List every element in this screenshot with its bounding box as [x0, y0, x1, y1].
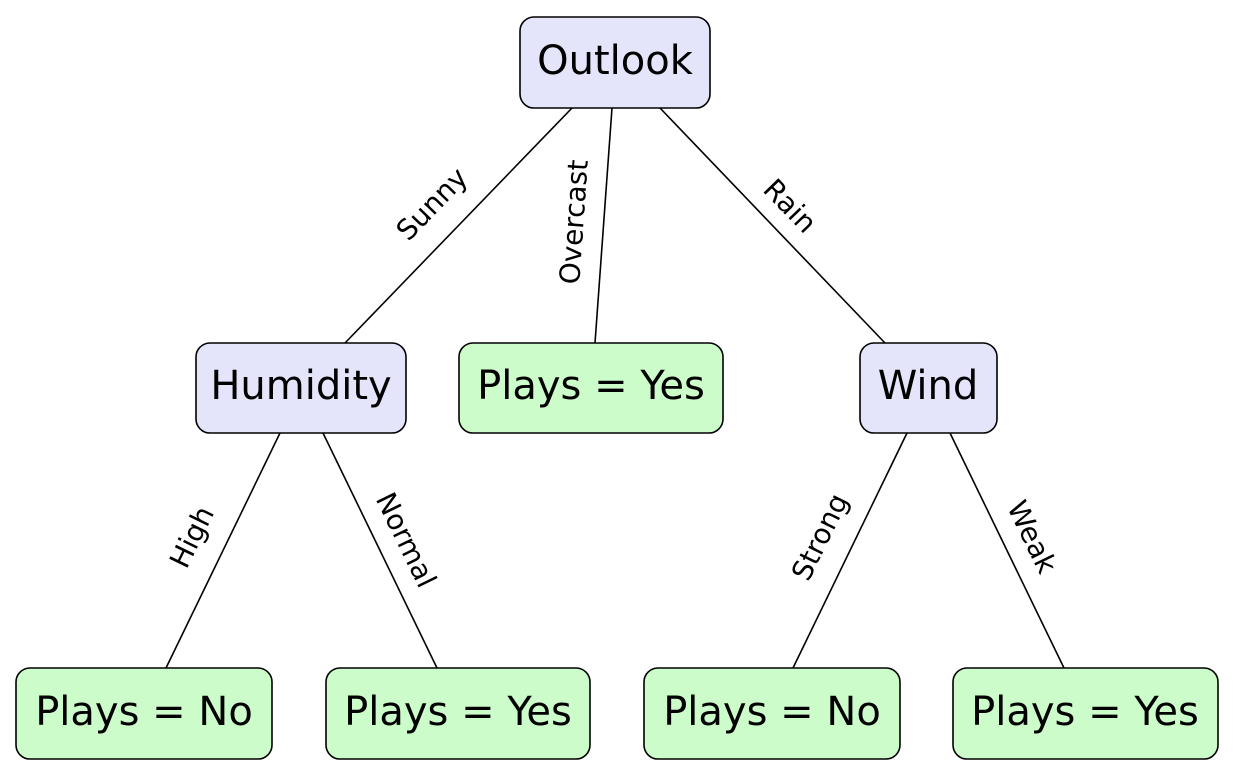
edge-weak: Weak [949, 432, 1065, 669]
node-wind-box [859, 342, 998, 434]
node-outlook-box [519, 16, 711, 109]
edge-label-high: High [163, 501, 221, 573]
node-strong-leaf-box [643, 667, 901, 760]
edge-high: High [163, 432, 281, 669]
node-wind: Wind [859, 342, 998, 434]
edge-sunny-line [344, 107, 573, 344]
node-normal-leaf-label: Plays = Yes [344, 689, 572, 735]
node-high-leaf-label: Plays = No [35, 689, 253, 735]
node-outlook: Outlook [519, 16, 711, 109]
edge-label-weak: Weak [1000, 495, 1064, 579]
node-overcast-leaf: Plays = Yes [458, 342, 724, 434]
edge-label-rain: Rain [757, 172, 823, 239]
edge-overcast-line [594, 107, 613, 344]
node-wind-label: Wind [878, 363, 979, 409]
edge-overcast: Overcast [553, 107, 613, 344]
edge-strong: Strong [785, 432, 908, 669]
edge-strong-line [792, 432, 908, 669]
edge-label-overcast: Overcast [553, 159, 595, 286]
node-overcast-leaf-box [458, 342, 724, 434]
edge-high-line [165, 432, 281, 669]
node-humidity-label: Humidity [210, 363, 391, 409]
node-weak-leaf-box [952, 667, 1219, 760]
node-strong-leaf: Plays = No [643, 667, 901, 760]
edge-rain: Rain [659, 107, 886, 344]
edge-sunny: Sunny [344, 107, 573, 344]
node-normal-leaf: Plays = Yes [325, 667, 591, 760]
edge-rain-line [659, 107, 886, 344]
edge-label-sunny: Sunny [390, 161, 475, 247]
node-humidity: Humidity [195, 342, 407, 434]
edge-normal: Normal [322, 432, 443, 669]
edge-label-normal: Normal [369, 487, 443, 593]
node-humidity-box [195, 342, 407, 434]
node-weak-leaf: Plays = Yes [952, 667, 1219, 760]
node-strong-leaf-label: Plays = No [663, 689, 881, 735]
node-overcast-leaf-label: Plays = Yes [477, 363, 705, 409]
edge-normal-line [322, 432, 438, 669]
node-high-leaf-box [15, 667, 273, 760]
node-outlook-label: Outlook [537, 38, 694, 84]
edge-weak-line [949, 432, 1065, 669]
node-normal-leaf-box [325, 667, 591, 760]
edge-label-strong: Strong [785, 488, 855, 585]
node-weak-leaf-label: Plays = Yes [971, 689, 1199, 735]
node-high-leaf: Plays = No [15, 667, 273, 760]
